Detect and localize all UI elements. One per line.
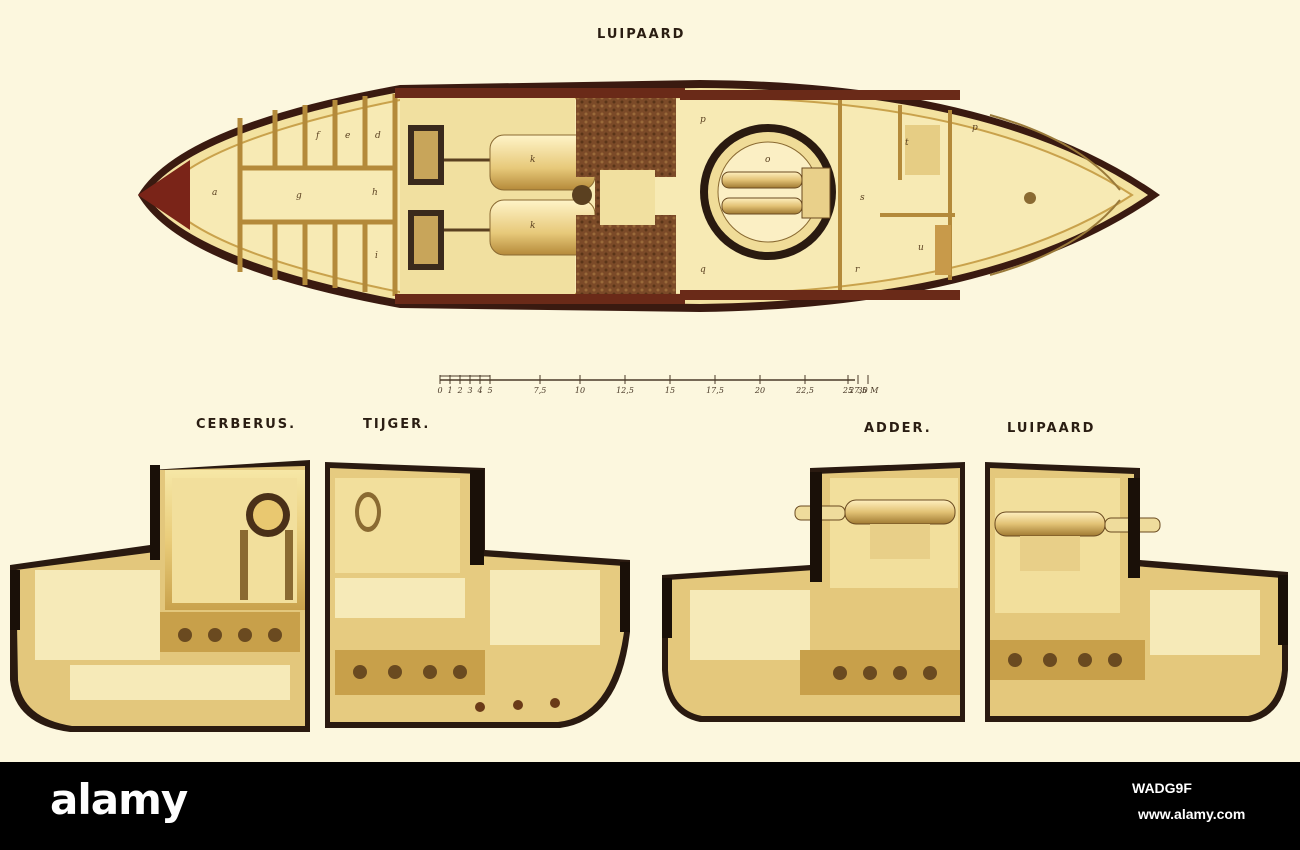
scale-tick-label: 27,5 (848, 386, 867, 395)
svg-text:p: p (700, 115, 706, 125)
svg-text:i: i (375, 251, 378, 261)
scale-tick-label: 30 M (858, 386, 880, 395)
svg-text:h: h (372, 188, 378, 198)
svg-text:e: e (345, 131, 350, 141)
svg-text:f: f (315, 131, 321, 141)
svg-text:p: p (972, 123, 978, 133)
svg-text:k: k (530, 221, 535, 231)
plan-room-letters: a g h k k o p p q r s t u d e f i (212, 115, 978, 275)
svg-text:s: s (860, 193, 865, 203)
scale-tick-label: 0 (437, 386, 442, 395)
deck-plan: a g h k k o p p q r s t u d e f i (138, 80, 1160, 312)
section-tijger (325, 462, 630, 728)
alamy-logo: alamy (50, 775, 188, 824)
svg-text:k: k (530, 155, 535, 165)
scale-tick-label: 4 (476, 386, 482, 395)
section-label-adder: ADDER. (864, 421, 932, 436)
scale-tick-label: 3 (467, 386, 472, 395)
svg-text:a: a (212, 188, 217, 198)
scale-tick-label: 2 (456, 386, 462, 395)
scale-tick-label: 15 (665, 386, 675, 395)
site-url: www.alamy.com (1138, 806, 1246, 822)
section-label-tijger: TIJGER. (363, 417, 431, 432)
section-adder (662, 462, 965, 722)
turret-plan (700, 124, 836, 260)
watermark-footer (0, 762, 1300, 850)
scale-tick-label: 22,5 (795, 386, 814, 395)
engine-left (408, 125, 495, 270)
svg-text:g: g (296, 191, 302, 201)
svg-text:q: q (700, 265, 706, 275)
scale-tick-label: 17,5 (706, 386, 724, 395)
image-id: WADG9F (1132, 780, 1192, 796)
scale-tick-label: 25 (842, 386, 853, 395)
section-luipaard (985, 462, 1288, 722)
section-cerberus (10, 460, 310, 732)
svg-text:d: d (375, 131, 381, 141)
scale-tick-label: 20 (754, 386, 765, 395)
svg-text:t: t (905, 138, 909, 148)
svg-text:u: u (918, 243, 924, 253)
scale-tick-label: 5 (487, 386, 492, 395)
scale-tick-label: 12,5 (616, 386, 634, 395)
scale-tick-label: 7,5 (534, 386, 547, 395)
scale-tick-label: 10 (575, 386, 585, 395)
section-label-cerberus: CERBERUS. (196, 417, 297, 432)
svg-text:o: o (765, 155, 771, 165)
scale-tick-label: 1 (447, 386, 452, 395)
svg-text:r: r (855, 265, 860, 275)
ship-drawings: a g h k k o p p q r s t u d e f i 012345… (10, 80, 1288, 732)
plan-title: LUIPAARD (597, 27, 686, 42)
section-label-luipaard: LUIPAARD (1007, 421, 1096, 436)
